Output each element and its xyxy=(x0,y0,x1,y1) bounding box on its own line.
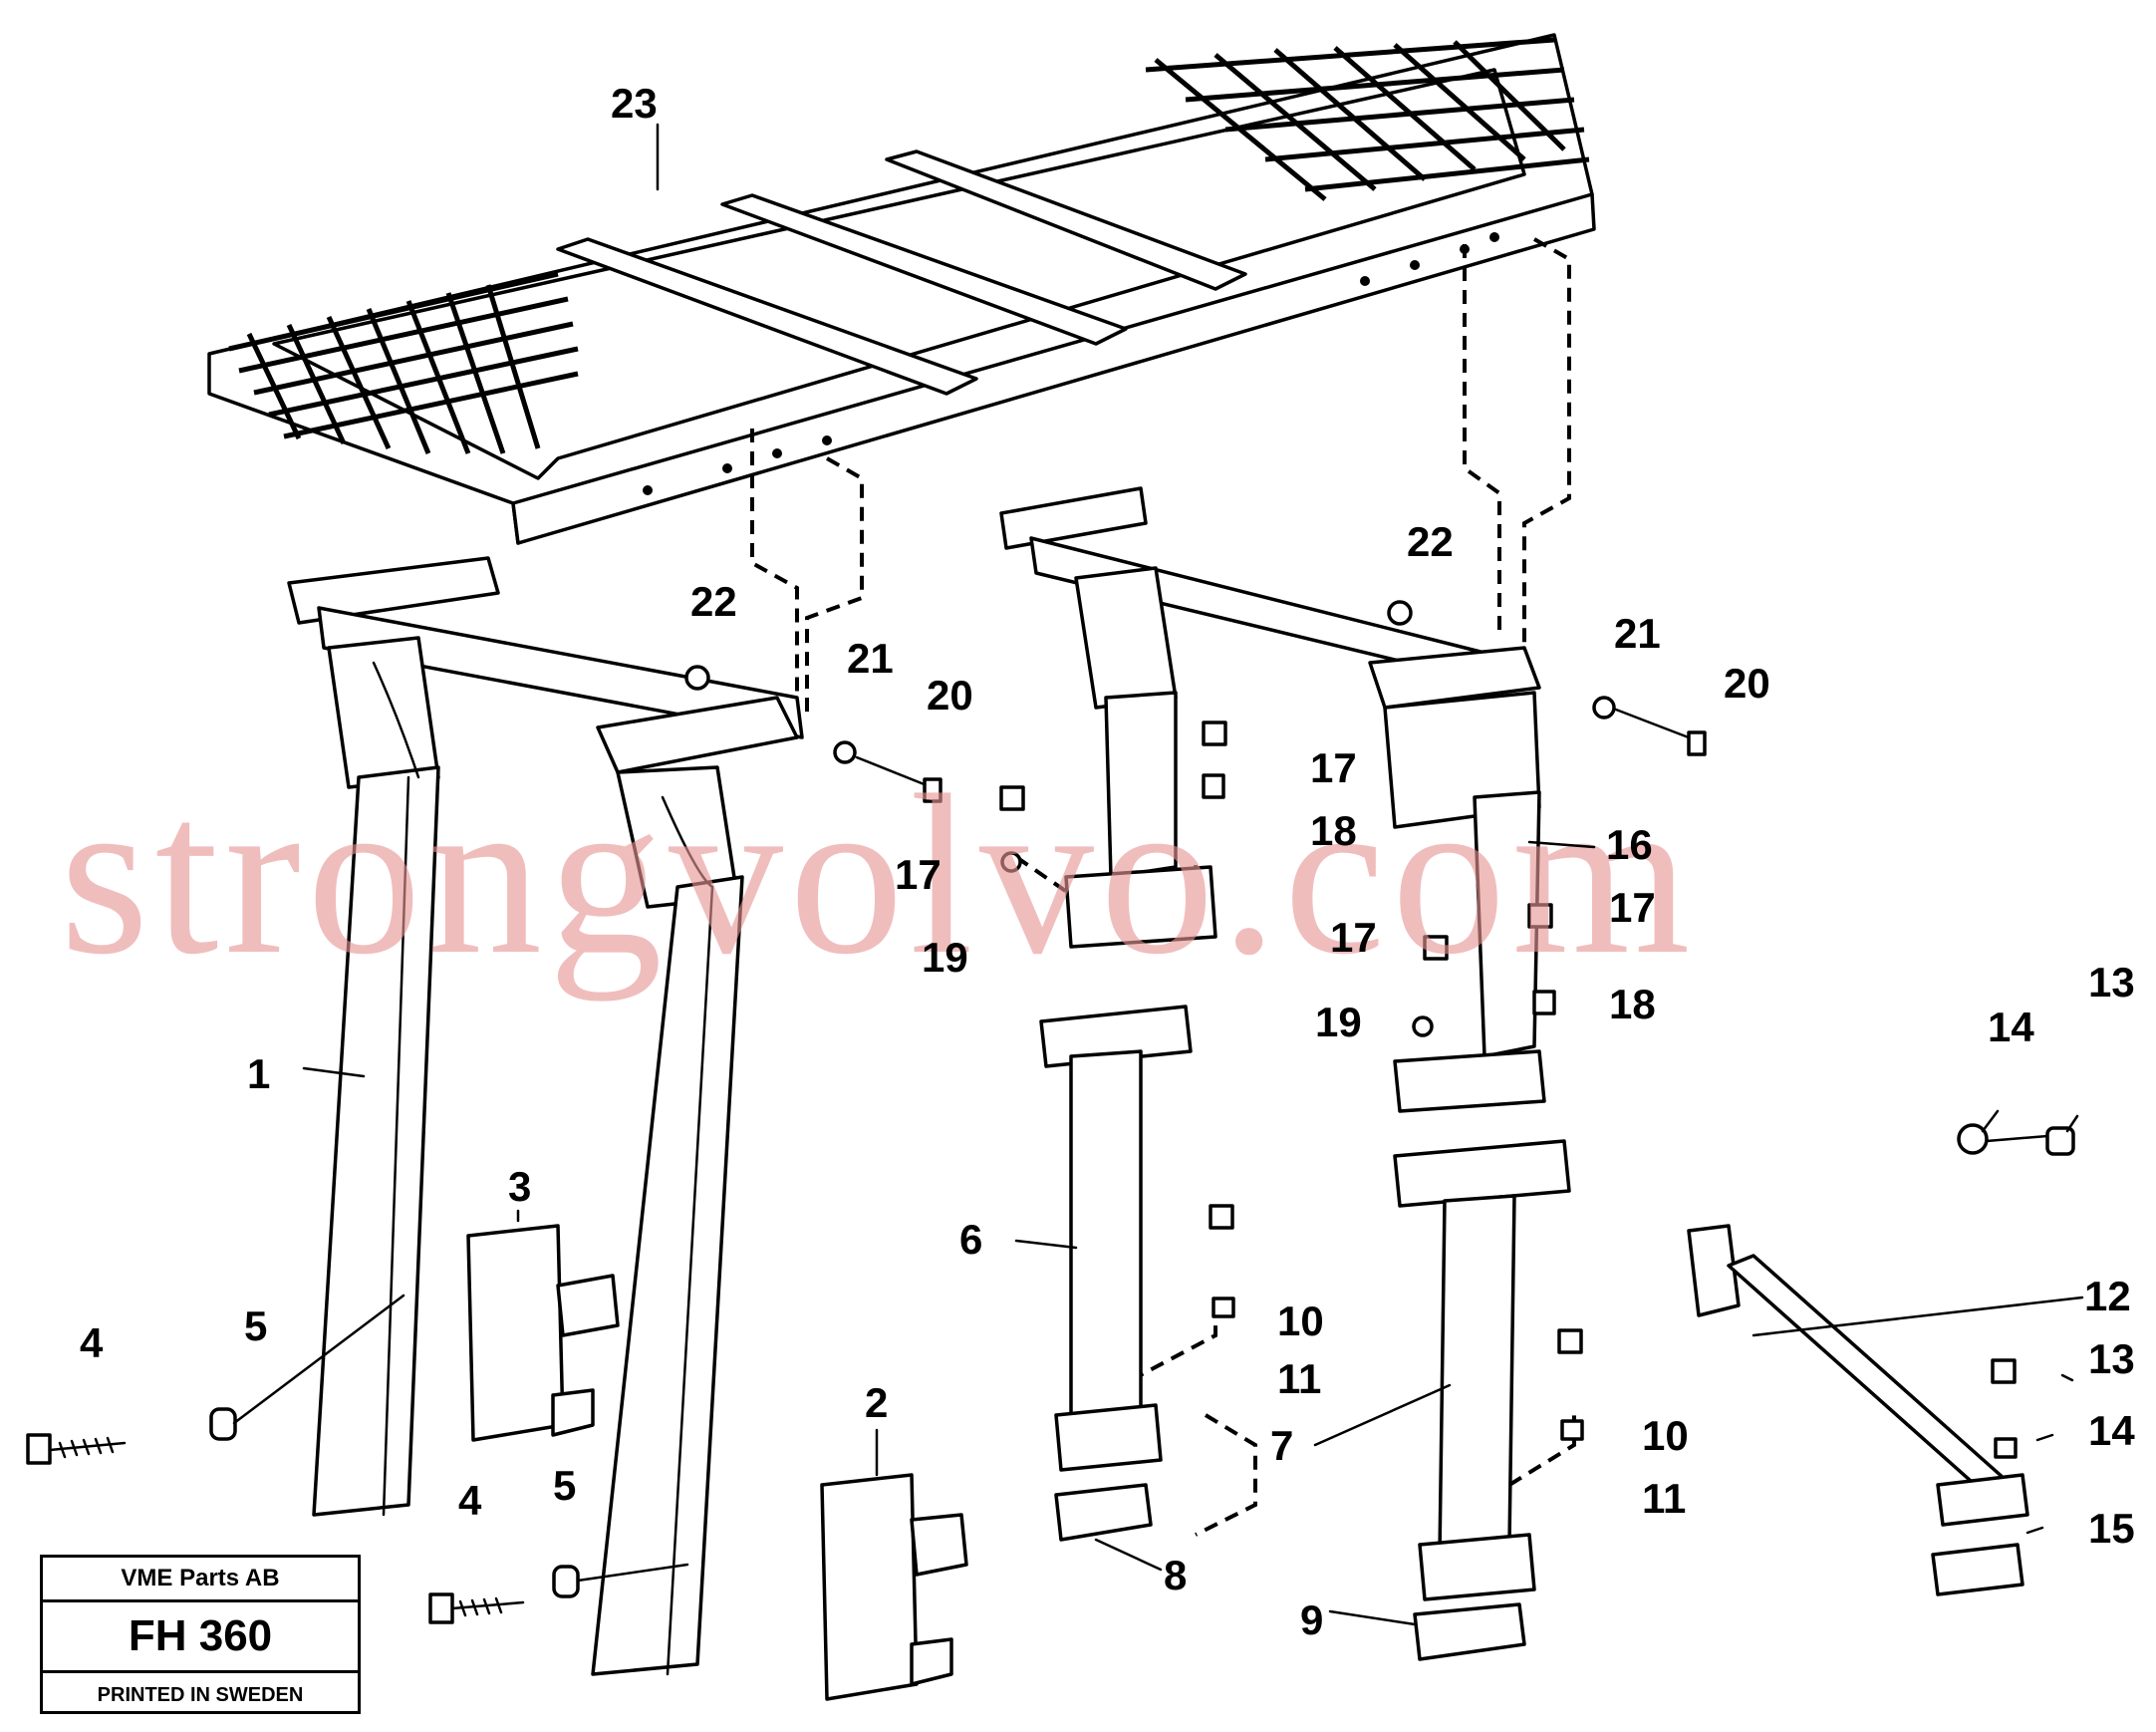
mounting-bracket-3 xyxy=(466,1224,620,1442)
grating-platform xyxy=(207,33,1596,545)
title-block: VME Parts AB FH 360 PRINTED IN SWEDEN xyxy=(40,1555,361,1714)
foot-plate-8 xyxy=(1054,1483,1153,1542)
callout-3: 3 xyxy=(508,1163,531,1210)
callout-22-right: 22 xyxy=(1407,518,1454,565)
callout-14-b: 14 xyxy=(2088,1407,2135,1454)
callout-22-left: 22 xyxy=(690,578,737,625)
callout-10-b: 10 xyxy=(1642,1412,1689,1459)
title-block-company: VME Parts AB xyxy=(43,1558,358,1602)
callout-15: 15 xyxy=(2088,1505,2135,1552)
callout-12: 12 xyxy=(2084,1273,2131,1319)
mounting-bracket-2 xyxy=(820,1473,968,1701)
spacer-5-left xyxy=(209,1407,237,1441)
title-block-printed: PRINTED IN SWEDEN xyxy=(97,1683,304,1706)
callout-5-left: 5 xyxy=(244,1302,267,1349)
callout-17-c: 17 xyxy=(1609,884,1656,931)
callout-18-b: 18 xyxy=(1609,981,1656,1027)
callout-17-a: 17 xyxy=(1310,744,1357,791)
callout-2: 2 xyxy=(865,1379,888,1426)
grating-holes xyxy=(643,232,1499,495)
leader-lines xyxy=(232,123,2084,1626)
callout-11-a: 11 xyxy=(1277,1355,1321,1402)
callout-6: 6 xyxy=(959,1216,982,1263)
callout-17-b: 17 xyxy=(895,851,942,898)
callout-labels: 23 22 21 20 22 21 20 17 18 17 19 16 17 1… xyxy=(80,80,2135,1643)
small-hardware xyxy=(684,600,2075,1459)
callout-17-d: 17 xyxy=(1330,914,1377,961)
spacer-5-right xyxy=(552,1565,580,1598)
title-block-code: FH 360 xyxy=(43,1602,358,1673)
callout-14-a: 14 xyxy=(1988,1004,2034,1050)
callout-4-left: 4 xyxy=(80,1319,104,1366)
bolt-4-right xyxy=(428,1592,525,1624)
callout-16: 16 xyxy=(1606,821,1653,868)
callout-20-right: 20 xyxy=(1724,660,1770,707)
grating-mesh-left xyxy=(228,271,579,454)
callout-11-b: 11 xyxy=(1642,1475,1686,1522)
watermark-text: strongvolvo.com xyxy=(60,747,1696,1002)
extension-leg-7 xyxy=(1393,1139,1571,1601)
callout-20-left: 20 xyxy=(927,672,973,719)
foot-plate-15 xyxy=(1931,1543,2024,1596)
support-frame-middle xyxy=(999,486,1546,1113)
callout-4-right: 4 xyxy=(458,1477,482,1524)
callout-9: 9 xyxy=(1300,1596,1323,1643)
bolt-4-left xyxy=(26,1433,127,1465)
callout-19-a: 19 xyxy=(922,934,968,981)
callout-13-a: 13 xyxy=(2088,959,2135,1006)
callout-21-right: 21 xyxy=(1614,610,1661,657)
callout-10-a: 10 xyxy=(1277,1298,1324,1344)
extension-leg-6 xyxy=(1039,1005,1193,1472)
callout-23: 23 xyxy=(611,80,658,127)
callout-13-b: 13 xyxy=(2088,1335,2135,1382)
support-frame-left xyxy=(287,556,804,1676)
callout-1: 1 xyxy=(247,1050,270,1097)
foot-plate-9 xyxy=(1413,1602,1526,1661)
callout-7: 7 xyxy=(1270,1422,1293,1469)
brace-12 xyxy=(1687,1224,2029,1527)
grating-mesh-right xyxy=(1145,37,1590,201)
callout-8: 8 xyxy=(1164,1552,1187,1598)
callout-5-right: 5 xyxy=(553,1462,576,1509)
callout-19-b: 19 xyxy=(1315,999,1362,1045)
callout-18-a: 18 xyxy=(1310,807,1357,854)
callout-21-left: 21 xyxy=(847,635,894,682)
